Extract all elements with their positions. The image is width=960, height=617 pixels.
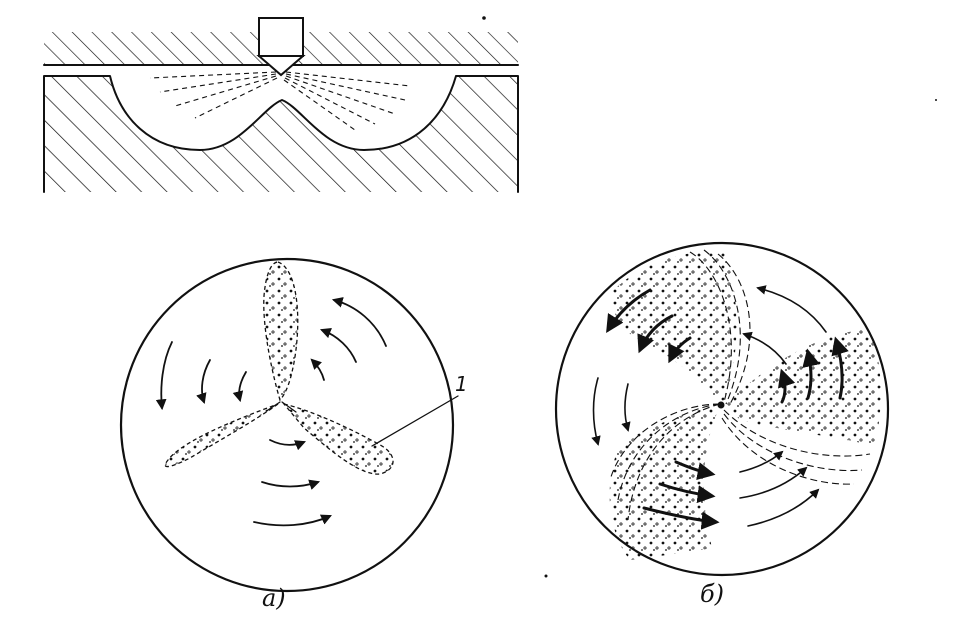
fuel-plume-right: [282, 402, 394, 475]
diagram-b: [554, 241, 890, 577]
fuel-layer-upper: [611, 249, 751, 405]
diagram-a: [119, 257, 459, 593]
swirl-arrows-a: [155, 297, 387, 527]
fuel-layer-lower: [609, 403, 721, 560]
swirl-arrows-b: [591, 285, 849, 530]
callout-number: 1: [455, 372, 468, 396]
plume-hub: [267, 401, 297, 413]
spray-origin: [717, 401, 725, 409]
callout-leader: [371, 395, 459, 447]
scan-specks: [482, 16, 937, 578]
piston-with-cavity: [43, 75, 519, 193]
fuel-layer-right: [721, 330, 881, 485]
subfigure-label-b: б): [700, 580, 725, 608]
fuel-plume-left: [164, 403, 279, 468]
subfigure-label-a: a): [262, 584, 286, 612]
fuel-spray-jets: [149, 71, 411, 131]
injector-nozzle: [256, 17, 306, 77]
fuel-plume-upper: [263, 261, 299, 402]
